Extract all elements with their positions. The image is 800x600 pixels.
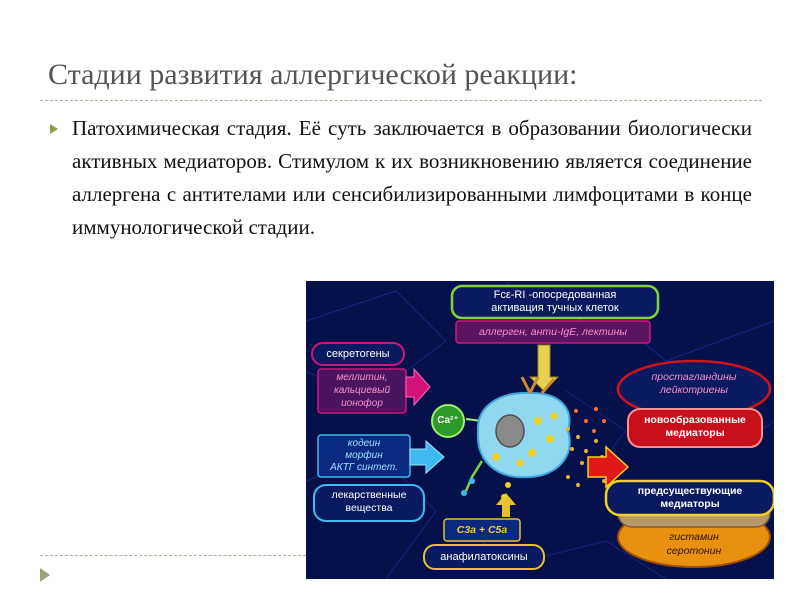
leukotrienes-label: лейкотриены <box>659 384 729 396</box>
bullet-text: Патохимическая стадия. Её суть заключает… <box>72 116 752 239</box>
drugs-item-2: морфин <box>345 450 383 461</box>
fcri-sub-label: аллерген, анти-IgE, лектины <box>479 326 627 338</box>
new-mediators-label-1: новообразованные <box>644 414 746 426</box>
prostaglandins-label: простагландины <box>651 371 737 383</box>
serotonin-label: серотонин <box>666 545 722 557</box>
anaphyl-label: анафилатоксины <box>440 551 528 563</box>
lipid-dots <box>574 407 606 433</box>
arrow-secretogens <box>405 367 431 407</box>
secretogens-item-1: меллитин, <box>336 372 388 383</box>
fcri-box <box>450 284 660 320</box>
calcium-label: Ca²⁺ <box>437 415 459 426</box>
new-mediators-label-2: медиаторы <box>665 427 725 439</box>
calcium-circle <box>431 404 465 438</box>
anaphyl-pill <box>423 544 545 570</box>
preformed-label-1: предсуществующие <box>637 485 743 497</box>
secretogens-item-2: кальциевый <box>333 385 391 396</box>
arrow-anaphyl <box>496 493 516 517</box>
preformed-label-2: медиаторы <box>660 498 720 510</box>
bullet-arrow-icon <box>50 124 58 134</box>
arrow-drugs <box>409 439 445 475</box>
diagram-graphics <box>306 281 774 579</box>
title-divider <box>40 100 762 101</box>
drugs-item-3: АКТГ синтет. <box>330 462 398 473</box>
secretogens-label: секретогены <box>326 348 390 360</box>
histamine-label: гистамин <box>669 531 719 543</box>
preformed-box <box>604 479 774 517</box>
drugs-item-1: кодеин <box>347 438 381 449</box>
fcri-label-line2: активация тучных клеток <box>491 302 619 314</box>
arrow-right-red <box>587 445 630 489</box>
secretogens-pill <box>311 342 405 366</box>
fcri-sub-box <box>455 320 651 344</box>
fcri-label-line1: Fcε-RI -опосредованная <box>493 289 617 301</box>
new-mediators-box <box>627 408 763 448</box>
anaphyl-sub-label: C3a + C5a <box>456 524 508 536</box>
corner-arrow-icon <box>40 568 50 582</box>
drugs-label: лекарственные вещества <box>331 489 407 514</box>
slide-title: Стадии развития аллергической реакции: <box>48 58 578 91</box>
anaphyl-sub-box <box>443 518 521 542</box>
footer-divider <box>40 555 306 556</box>
drugs-pill <box>313 484 425 522</box>
secretogens-item-3: ионофор <box>341 398 383 409</box>
mast-cell-activation-diagram: Fcε-RI -опосредованная активация тучных … <box>306 281 774 579</box>
mast-cell <box>461 376 571 500</box>
